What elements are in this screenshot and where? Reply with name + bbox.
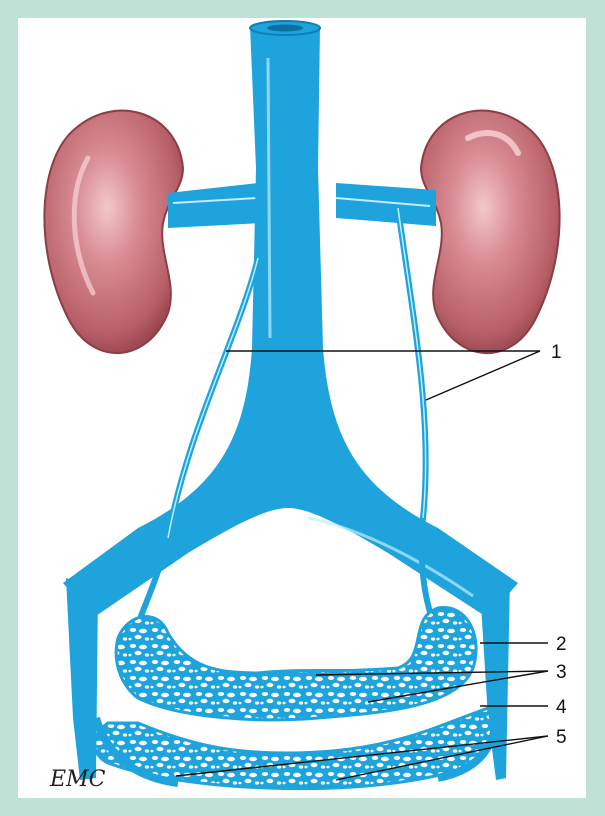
emc-signature: EMC [49, 767, 106, 792]
callout-1: 1 [551, 342, 562, 363]
figure-frame: 1 2 3 4 5 EMC [18, 18, 586, 798]
callout-5: 5 [556, 727, 567, 748]
left-kidney [44, 111, 183, 354]
callout-2: 2 [556, 634, 567, 655]
venous-plexus-upper [116, 608, 476, 720]
right-kidney [421, 111, 560, 354]
callout-4: 4 [556, 697, 567, 718]
venous-anatomy-illustration: 1 2 3 4 5 EMC [18, 18, 586, 798]
callout-3: 3 [556, 662, 567, 683]
leader-line-1b [426, 351, 540, 400]
